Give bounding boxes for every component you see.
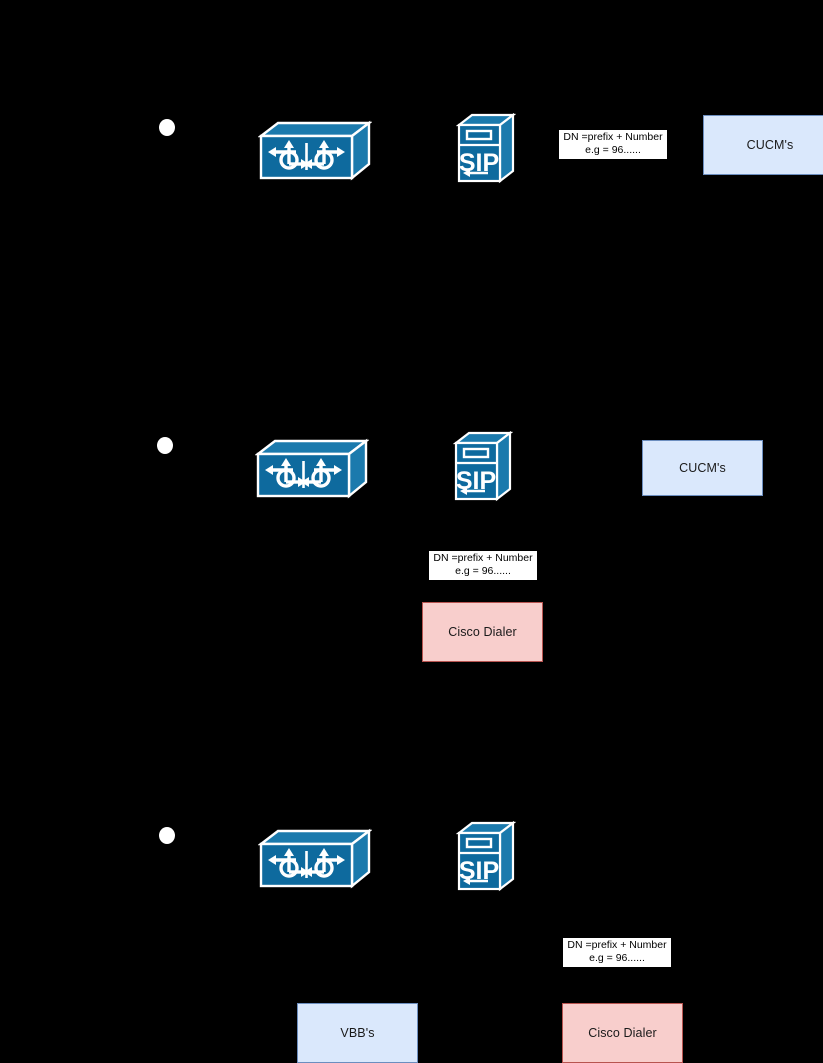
cisco-switch-icon-3[interactable] [258,828,372,890]
dn-prefix-note-1: DN =prefix + Number e.g = 96...... [559,130,667,159]
cisco-switch-icon-2[interactable] [255,438,369,500]
cucm-box-1-label: CUCM's [746,138,794,152]
note-line-1: DN =prefix + Number [567,939,667,951]
cucm-box-2[interactable]: CUCM's [642,440,763,496]
dn-prefix-note-3: DN =prefix + Number e.g = 96...... [563,938,671,967]
note-line-1: DN =prefix + Number [433,552,533,564]
bullet-marker-2 [157,437,173,454]
vbb-box-3[interactable]: VBB's [297,1003,418,1063]
cisco-dialer-box-3-label: Cisco Dialer [588,1026,657,1040]
vbb-box-3-label: VBB's [340,1026,375,1040]
note-line-2: e.g = 96...... [455,565,511,577]
note-line-2: e.g = 96...... [589,952,645,964]
cisco-dialer-box-2-label: Cisco Dialer [448,625,517,639]
bullet-marker-1 [159,119,175,136]
note-line-2: e.g = 96...... [585,144,641,156]
sip-server-icon-1[interactable]: SIP [456,113,516,185]
sip-server-icon-2[interactable]: SIP [453,431,513,503]
note-line-1: DN =prefix + Number [563,131,663,143]
cucm-box-1[interactable]: CUCM's [703,115,823,175]
bullet-marker-3 [159,827,175,844]
dn-prefix-note-2: DN =prefix + Number e.g = 96...... [429,551,537,580]
cisco-switch-icon-1[interactable] [258,120,372,182]
cisco-dialer-box-3[interactable]: Cisco Dialer [562,1003,683,1063]
cisco-dialer-box-2[interactable]: Cisco Dialer [422,602,543,662]
sip-server-icon-3[interactable]: SIP [456,821,516,893]
cucm-box-2-label: CUCM's [679,461,726,475]
